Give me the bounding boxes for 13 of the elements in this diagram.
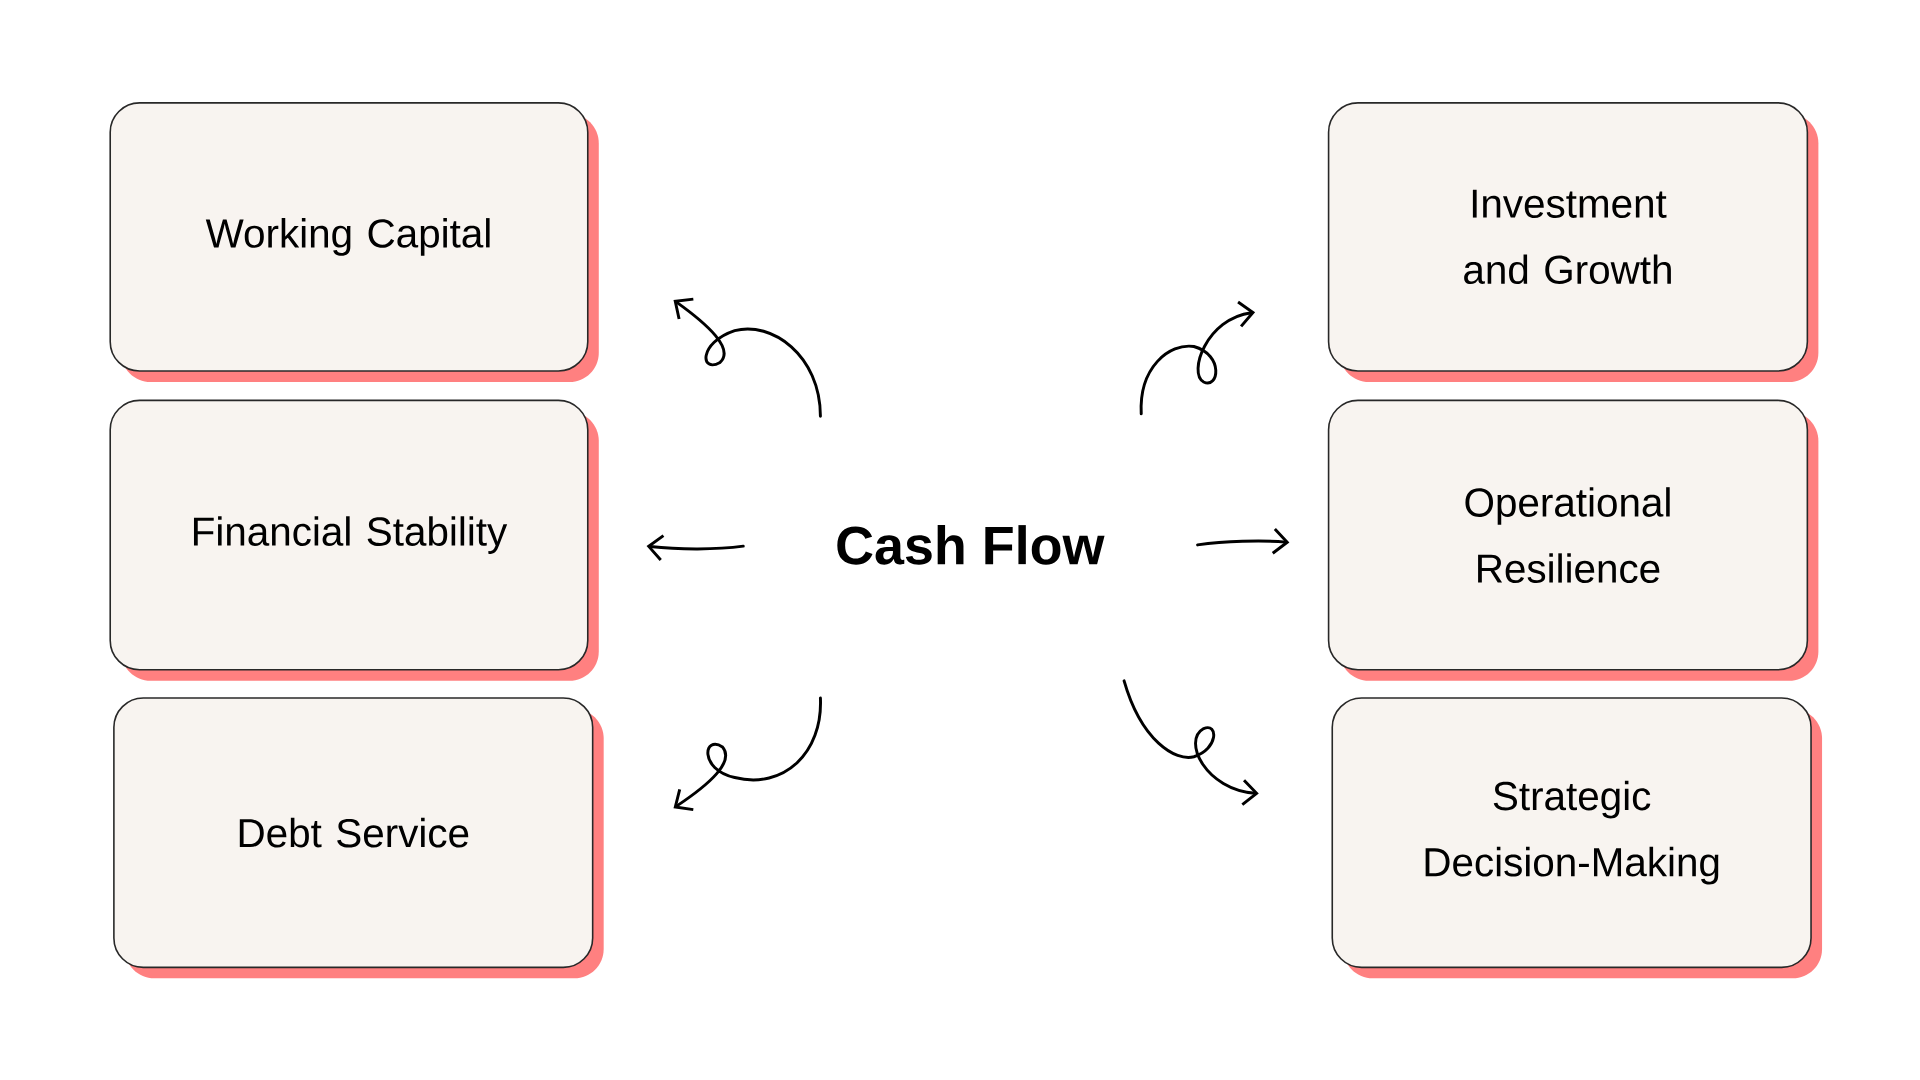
central-label: Cash Flow <box>837 525 1105 565</box>
process-box: Debt Service <box>113 697 604 979</box>
process-box: Working Capital <box>109 102 599 383</box>
curved-arrow <box>673 696 822 812</box>
curved-arrow <box>1122 679 1259 806</box>
process-box: Investment and Growth <box>1327 102 1819 383</box>
curved-arrow <box>646 534 745 561</box>
process-box: Strategic Decision-Making <box>1331 697 1823 979</box>
curved-arrow <box>1196 527 1290 555</box>
process-box: Financial Stability <box>109 399 599 681</box>
process-box: Operational Resilience <box>1327 399 1819 681</box>
curved-arrow <box>1139 300 1256 416</box>
curved-arrow <box>673 297 822 418</box>
